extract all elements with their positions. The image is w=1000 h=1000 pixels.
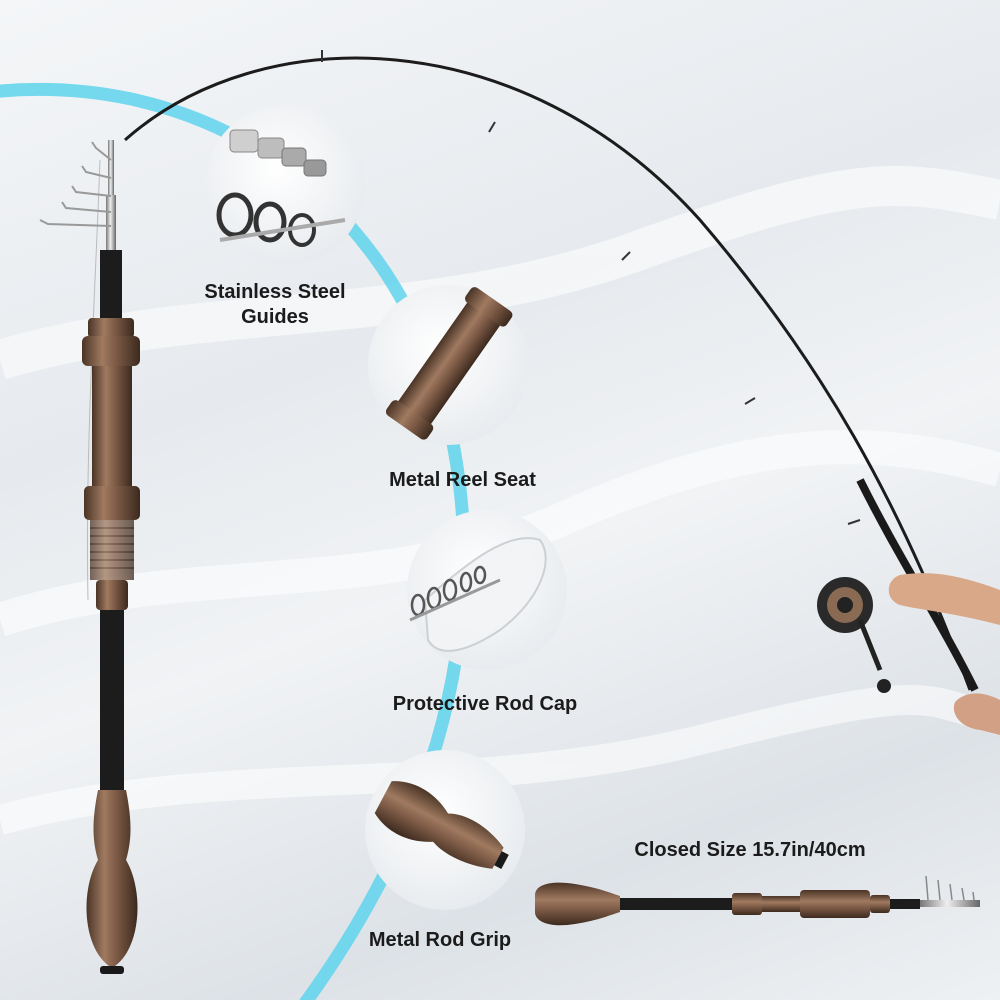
closed-rod bbox=[535, 875, 980, 926]
angler-hands bbox=[888, 573, 1000, 735]
background-wisps bbox=[0, 165, 1000, 835]
feature-label-reel-seat: Metal Reel Seat bbox=[389, 469, 536, 491]
reel-seat-closeup bbox=[368, 285, 528, 445]
spinning-reel bbox=[817, 577, 891, 693]
feature-label-rod-grip: Metal Rod Grip bbox=[368, 929, 512, 951]
feature-label-rod-cap: Protective Rod Cap bbox=[392, 693, 578, 715]
rod-guides-closeup bbox=[205, 105, 365, 265]
feature-label-guides: Stainless Steel Guides bbox=[204, 281, 346, 328]
rod-cap-closeup bbox=[407, 510, 567, 670]
rod-grip-closeup bbox=[365, 750, 525, 910]
curved-rod bbox=[124, 50, 1000, 735]
closed-size-label: Closed Size 15.7in/40cm bbox=[634, 839, 866, 861]
vertical-rod bbox=[39, 140, 140, 974]
